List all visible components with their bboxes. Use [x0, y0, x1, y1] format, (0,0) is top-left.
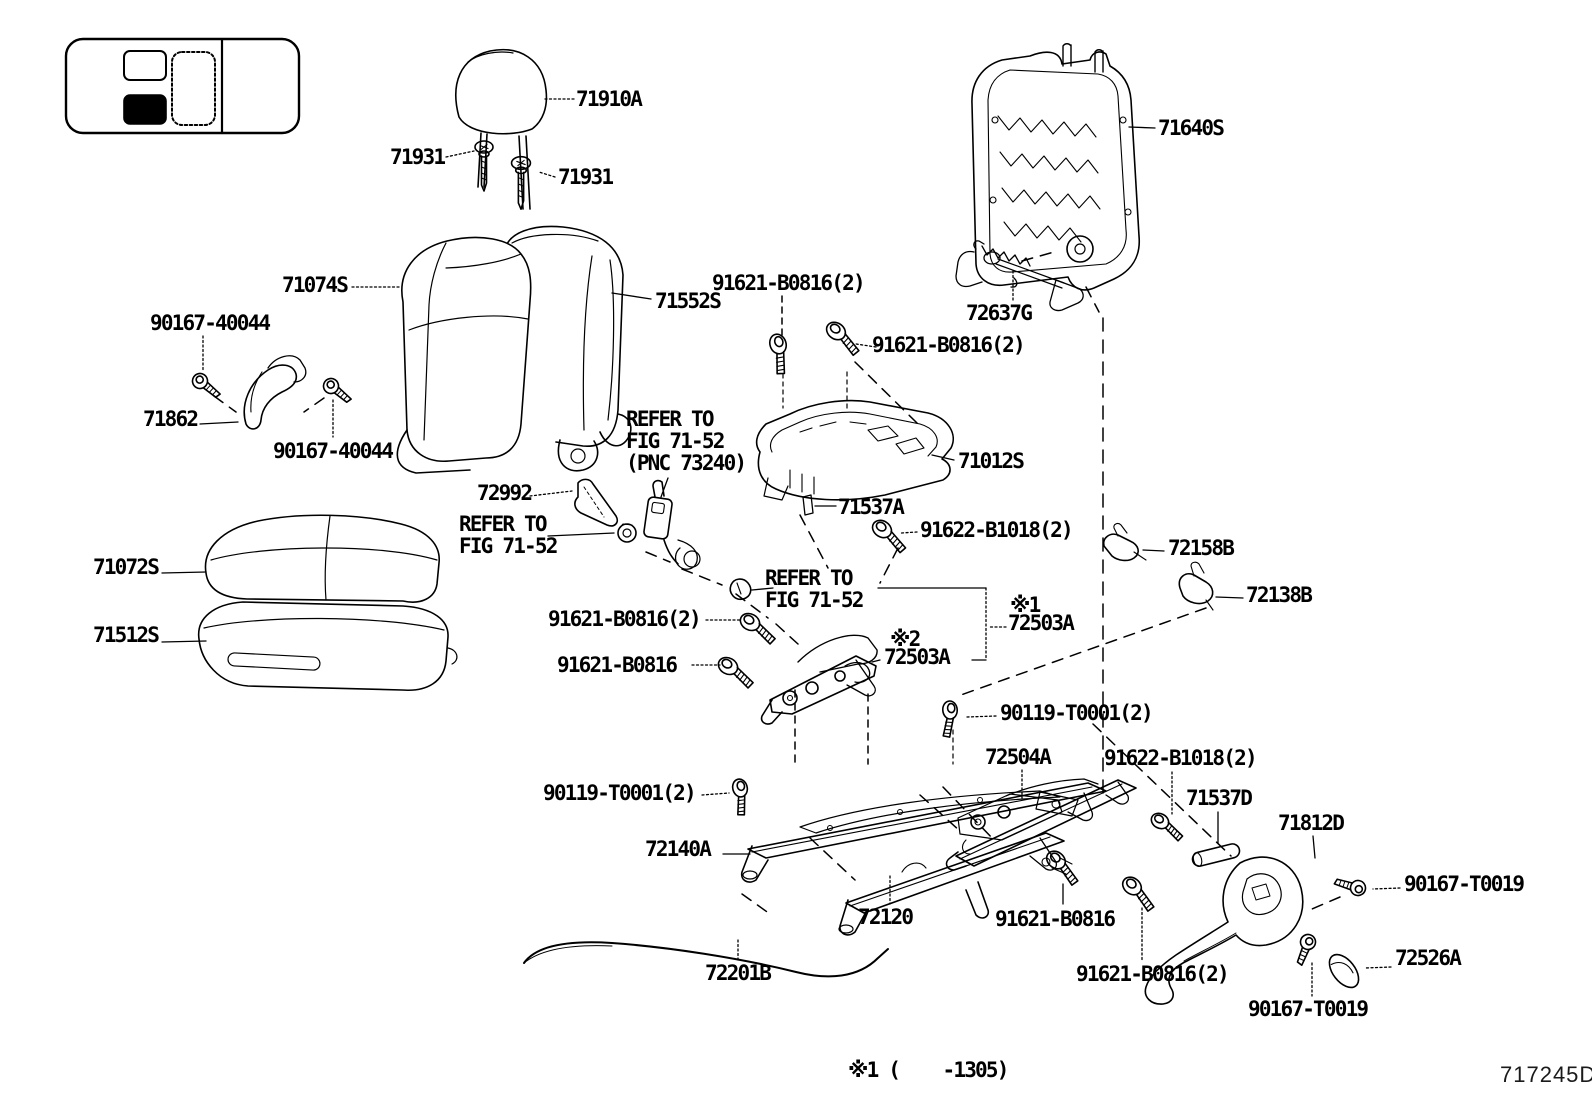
part-label-91621-B0816-2-top: 91621-B0816(2) — [712, 271, 866, 295]
seatback-pad-drawing — [505, 226, 631, 470]
part-label-ref2-mark: ※2 — [890, 627, 921, 651]
part-label-71931-left: 71931 — [390, 145, 446, 169]
seat-adjuster-drawing — [762, 635, 877, 724]
spacer-71537D-drawing — [1191, 842, 1241, 867]
note-refer-fig-71-52-left: REFER TO FIG 71-52 — [459, 512, 558, 558]
fastener-fig71-52-drawing — [618, 524, 636, 542]
note-refer-fig-71-52-pnc: REFER TO FIG 71-52 (PNC 73240) — [626, 407, 747, 475]
part-label-90167-T0019-lower: 90167-T0019 — [1248, 997, 1369, 1021]
part-label-72120: 72120 — [858, 905, 914, 929]
belt-guide-drawing — [244, 356, 306, 429]
legend-line-1: ※1 ( -1305) — [848, 1058, 1009, 1082]
seatback-cover-drawing — [397, 237, 530, 473]
production-date-legend: ※1 ( -1305) ※2 (1305- ) — [848, 1013, 1009, 1099]
part-label-72158B: 72158B — [1168, 536, 1235, 560]
part-label-71931-right: 71931 — [558, 165, 614, 189]
part-label-72503A-1: 72503A — [1008, 611, 1075, 635]
tension-spring-drawing — [974, 241, 1030, 287]
part-label-71074S: 71074S — [282, 273, 349, 297]
vehicle-location-icon — [66, 39, 299, 133]
part-label-91621-B0816-mid: 91621-B0816 — [557, 653, 678, 677]
part-label-91621-B0816-2-bottom: 91621-B0816(2) — [1076, 962, 1230, 986]
part-label-90167-T0019-upper: 90167-T0019 — [1404, 872, 1525, 896]
part-label-90119-T0001-2-left: 90119-T0001(2) — [543, 781, 697, 805]
part-label-72201B: 72201B — [705, 961, 772, 985]
lock-wire-drawing — [524, 942, 888, 976]
part-label-90167-40044-lower: 90167-40044 — [273, 439, 394, 463]
part-label-91621-B0816-lower: 91621-B0816 — [995, 907, 1116, 931]
part-label-72138B: 72138B — [1246, 583, 1313, 607]
diagram-code: 717245D — [1500, 1062, 1592, 1087]
part-label-72504A: 72504A — [985, 745, 1052, 769]
cushion-pad-drawing — [199, 602, 457, 690]
part-label-91621-B0816-2-mid: 91621-B0816(2) — [548, 607, 702, 631]
reclining-cover-drawing — [1145, 857, 1302, 1004]
spacer-72992-drawing — [575, 479, 617, 526]
clip-72138B-drawing — [1179, 562, 1213, 610]
cushion-frame-drawing — [757, 401, 954, 500]
part-label-91621-B0816-2-second: 91621-B0816(2) — [872, 333, 1026, 357]
part-label-71072S: 71072S — [93, 555, 160, 579]
cushion-cover-drawing — [205, 515, 439, 602]
seatback-frame-drawing — [956, 44, 1139, 311]
part-label-71910A: 71910A — [576, 87, 643, 111]
clip-72158B-drawing — [1104, 524, 1146, 561]
seat-track-72504A-drawing — [947, 779, 1136, 870]
part-label-ref1-mark: ※1 — [1010, 593, 1041, 617]
seatbelt-buckle-drawing — [643, 481, 700, 570]
part-label-71812D: 71812D — [1278, 811, 1345, 835]
part-label-90167-40044-upper: 90167-40044 — [150, 311, 271, 335]
part-label-71012S: 71012S — [958, 449, 1025, 473]
part-label-71537D: 71537D — [1186, 786, 1253, 810]
leader-lines — [162, 99, 1400, 996]
part-label-71640S: 71640S — [1158, 116, 1225, 140]
part-label-72526A: 72526A — [1395, 946, 1462, 970]
part-label-72992: 72992 — [477, 481, 533, 505]
part-label-71862: 71862 — [143, 407, 199, 431]
note-refer-fig-71-52-center: REFER TO FIG 71-52 — [765, 566, 864, 612]
part-label-71537A: 71537A — [838, 495, 905, 519]
part-label-72140A: 72140A — [645, 837, 712, 861]
headrest-drawing — [456, 50, 547, 209]
assembly-guide-lines — [214, 252, 1340, 914]
part-label-71512S: 71512S — [93, 623, 160, 647]
part-label-91622-B1018-2-lower: 91622-B1018(2) — [1104, 746, 1258, 770]
part-label-90119-T0001-2-right: 90119-T0001(2) — [1000, 701, 1154, 725]
knob-72526A-drawing — [1324, 949, 1365, 992]
clip-fig71-52-drawing — [730, 579, 750, 599]
part-label-72503A-2: 72503A — [884, 645, 951, 669]
part-label-91622-B1018-2-upper: 91622-B1018(2) — [920, 518, 1074, 542]
clip-71537A-drawing — [803, 495, 813, 515]
part-label-72637G: 72637G — [966, 301, 1033, 325]
part-label-71552S: 71552S — [655, 289, 722, 313]
